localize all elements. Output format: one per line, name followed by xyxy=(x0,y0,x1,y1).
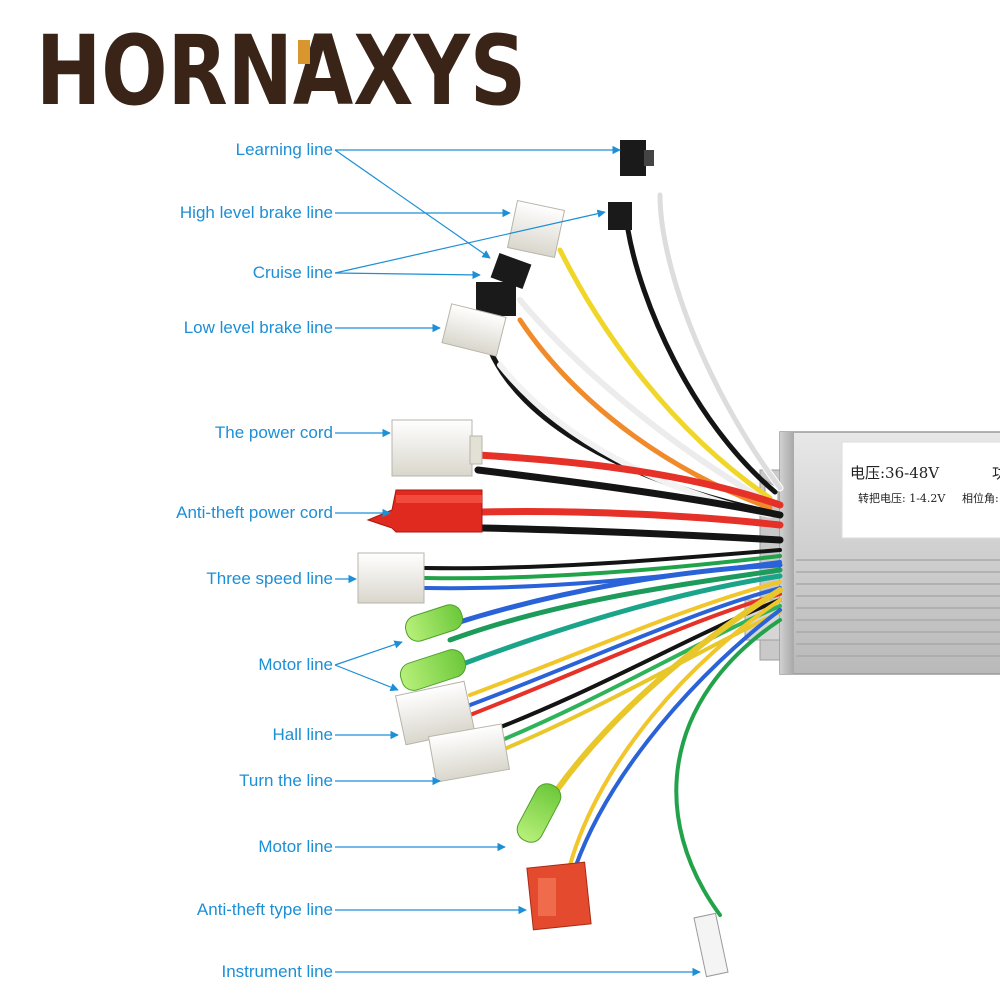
phase-label: 相位角: xyxy=(962,491,999,505)
connector-motor-c xyxy=(516,783,562,843)
label-instrument-line: Instrument line xyxy=(221,962,334,981)
wire-bundle xyxy=(423,191,784,917)
connector-power xyxy=(391,419,483,477)
label-low-level-brake-line: Low level brake line xyxy=(183,318,333,337)
sticker-corner-glyph: 功 xyxy=(992,464,1000,482)
label-motor-line: Motor line xyxy=(258,655,333,674)
connector-instrument xyxy=(693,912,729,978)
leader-cruise xyxy=(334,270,481,280)
connector-turn xyxy=(427,723,511,783)
connector-low-brake xyxy=(441,303,507,357)
leader-motor-b xyxy=(334,664,399,692)
connector-anti-theft-power xyxy=(366,489,483,533)
throttle-label: 转把电压: 1-4.2V xyxy=(858,491,946,505)
voltage-label: 电压:36-48V xyxy=(850,464,940,482)
label-power-cord: The power cord xyxy=(214,423,333,442)
controller-box: 电压:36-48V 功 转把电压: 1-4.2V 相位角: xyxy=(744,431,1000,675)
connector-motor-a xyxy=(405,604,463,642)
leader-learning-to-cruise-plug xyxy=(334,149,491,259)
label-three-speed-line: Three speed line xyxy=(206,569,333,588)
brand-wordmark: HORNAXYS xyxy=(36,18,526,118)
spec-sticker xyxy=(841,441,1000,539)
label-learning-line: Learning line xyxy=(235,140,333,159)
label-cruise-line: Cruise line xyxy=(252,263,333,282)
label-turn-the-line: Turn the line xyxy=(239,771,333,790)
connector-anti-theft-type xyxy=(526,861,592,931)
connector-learning xyxy=(620,140,654,176)
brand-logo: HORNAXYS xyxy=(36,18,526,118)
leader-motor-a xyxy=(334,640,403,666)
label-motor-line-lower: Motor line xyxy=(258,837,333,856)
brand-accent-mark xyxy=(298,40,310,64)
connector-cruise-top xyxy=(608,202,632,230)
connector-high-brake xyxy=(506,199,566,259)
connector-three-speed xyxy=(357,552,425,604)
leader-cruise-to-top-plug xyxy=(334,209,606,274)
label-anti-theft-type-line: Anti-theft type line xyxy=(196,900,333,919)
leader-lines xyxy=(334,145,701,977)
label-high-level-brake-line: High level brake line xyxy=(179,203,333,222)
label-hall-line: Hall line xyxy=(272,725,333,744)
connector-motor-b xyxy=(399,649,467,691)
connector-cruise xyxy=(476,252,532,316)
label-anti-theft-power-cord: Anti-theft power cord xyxy=(176,503,333,522)
